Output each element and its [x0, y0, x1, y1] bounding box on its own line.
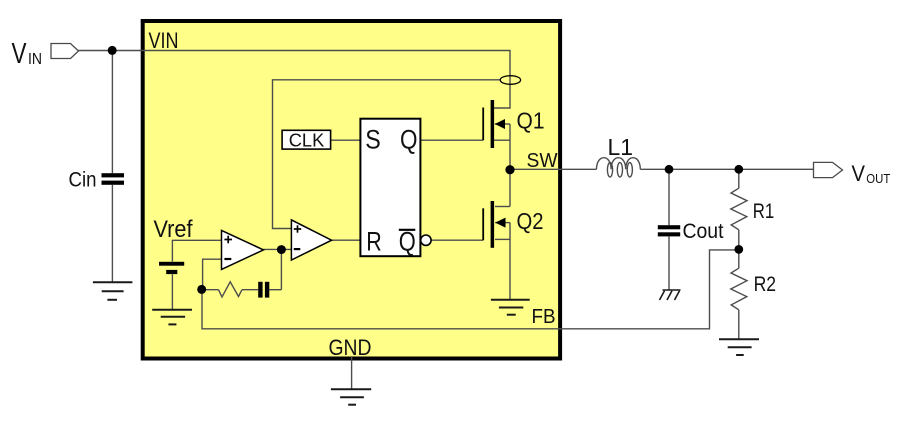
- svg-text:CLK: CLK: [289, 130, 325, 150]
- svg-text:R: R: [366, 227, 382, 257]
- svg-text:V: V: [852, 161, 866, 186]
- svg-text:Q: Q: [400, 124, 418, 154]
- svg-text:IN: IN: [28, 51, 42, 68]
- svg-text:FB: FB: [532, 306, 556, 328]
- svg-text:Q1: Q1: [517, 108, 545, 134]
- svg-text:VIN: VIN: [149, 28, 179, 53]
- svg-text:Q2: Q2: [517, 208, 544, 234]
- svg-text:V: V: [12, 38, 27, 70]
- svg-text:L1: L1: [608, 134, 634, 160]
- svg-text:S: S: [365, 125, 381, 155]
- svg-text:R2: R2: [754, 273, 777, 296]
- svg-text:GND: GND: [329, 335, 372, 360]
- svg-text:Vref: Vref: [154, 216, 193, 243]
- svg-text:R1: R1: [753, 200, 775, 223]
- svg-text:Q: Q: [399, 226, 416, 256]
- svg-text:SW: SW: [527, 150, 558, 172]
- svg-text:OUT: OUT: [866, 171, 890, 186]
- svg-text:Cout: Cout: [683, 220, 724, 243]
- svg-text:Cin: Cin: [69, 169, 97, 192]
